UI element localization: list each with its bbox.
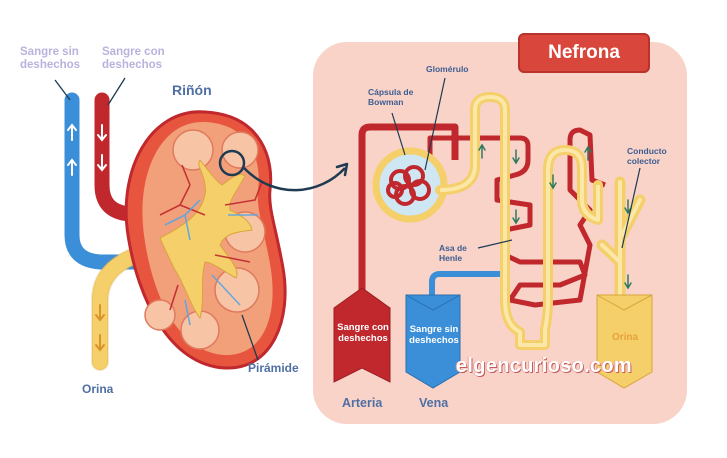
flow-arrows-nephron <box>478 143 632 290</box>
zoom-arrow <box>243 167 346 192</box>
watermark: elgencurioso.com <box>456 355 632 377</box>
vein-box-shape <box>405 294 461 389</box>
label-blood-waste: Sangre con deshechos <box>102 46 165 72</box>
label-urine-left: Orina <box>82 382 114 396</box>
flow-arrows-left <box>67 123 107 176</box>
afferent-arteriole <box>358 123 459 295</box>
urine-box-shape <box>596 294 653 389</box>
label-vein: Vena <box>419 396 449 410</box>
artery-box-label: Sangre con deshechos <box>337 322 389 344</box>
vein-box-label: Sangre sin deshechos <box>409 324 459 346</box>
label-blood-clean: Sangre sin deshechos <box>20 46 81 72</box>
renal-pelvis <box>159 159 253 320</box>
label-pyramid: Pirámide <box>248 361 299 375</box>
urine-box-label: Orina <box>611 332 639 343</box>
zoom-circle <box>218 149 246 177</box>
label-loop-henle: Asa de Henle <box>439 243 467 263</box>
renal-vein <box>64 92 158 270</box>
renal-pyramids <box>144 129 266 350</box>
nephron-title: Nefrona <box>518 33 650 73</box>
vein-connection <box>429 271 500 295</box>
label-bowman-capsule: Cápsula de Bowman <box>368 87 414 107</box>
label-kidney: Riñón <box>172 82 212 98</box>
label-collecting-duct: Conducto colector <box>627 146 667 166</box>
glomerulus <box>386 165 431 206</box>
label-artery: Arteria <box>342 396 383 410</box>
artery-box-shape <box>333 287 391 383</box>
peritubular-capillary <box>420 127 606 308</box>
label-glomerulus: Glomérulo <box>426 64 469 74</box>
